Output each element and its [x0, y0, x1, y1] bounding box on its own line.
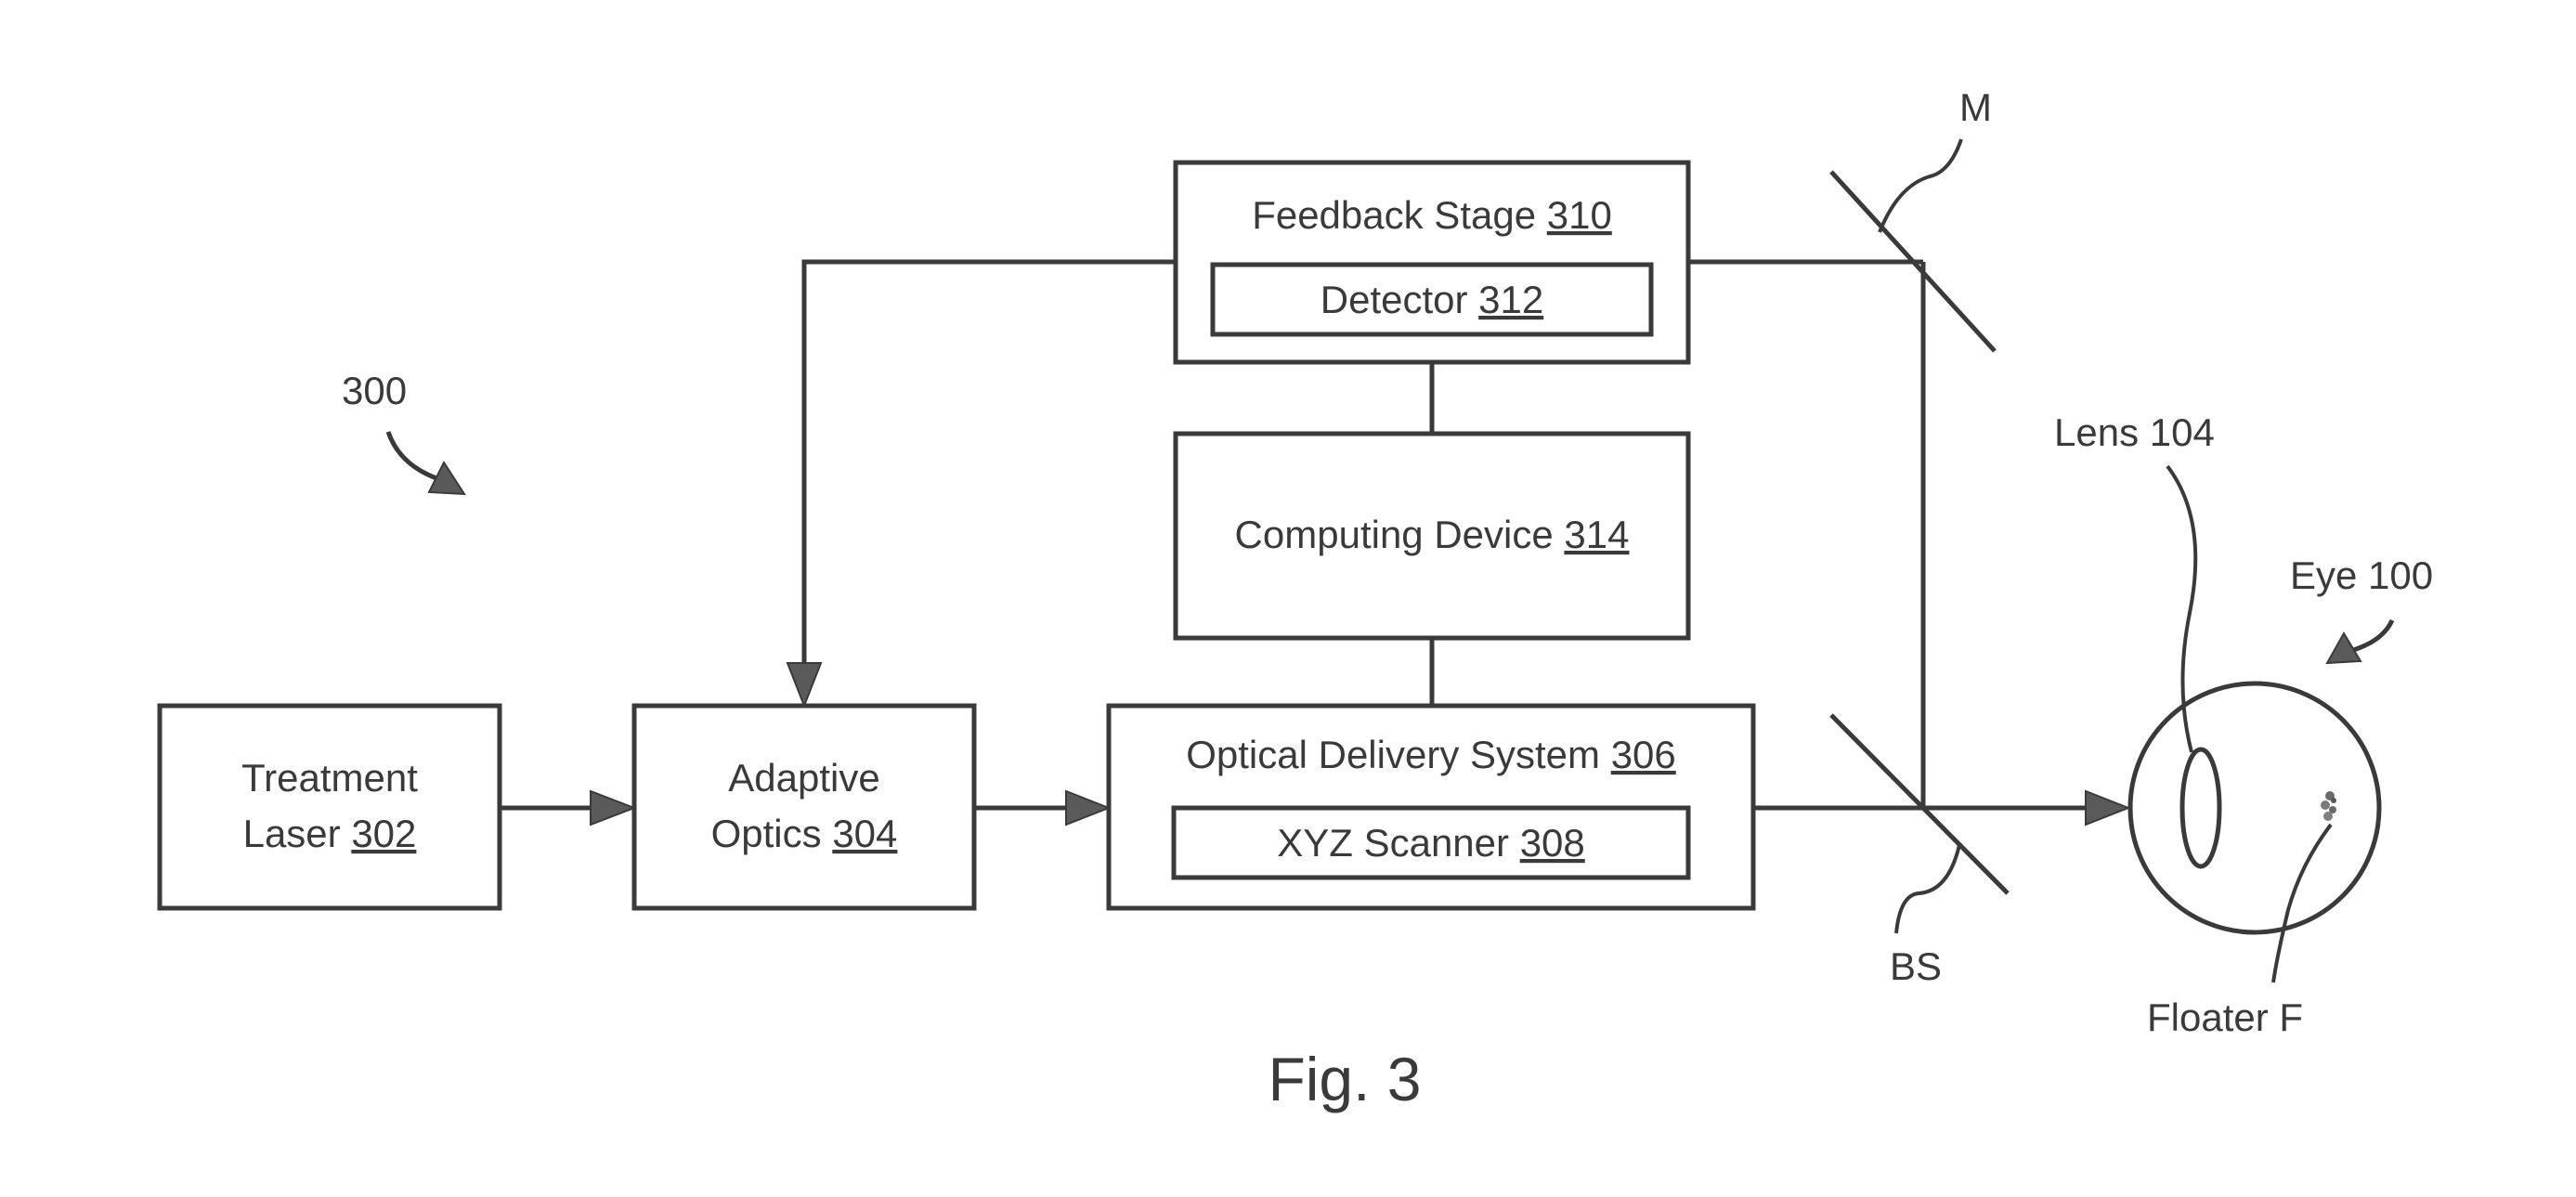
beam-splitter-leader-line [1894, 844, 1961, 934]
detector-label: Detector 312 [1321, 278, 1543, 321]
eye-ref-curve [2352, 618, 2395, 653]
floater-mark [2321, 791, 2336, 821]
beam-splitter-label: BS [1890, 944, 1942, 988]
adaptive-optics-line2: Optics 304 [711, 812, 898, 855]
beam-splitter-element [1829, 713, 2010, 895]
treatment-laser-box [157, 703, 502, 911]
mirror-leader-line [1878, 138, 1963, 233]
eye-ref-arrowhead [2325, 631, 2362, 665]
treatment-laser-line1: Treatment [241, 756, 418, 800]
feedback-to-optics-arrowhead [786, 662, 823, 709]
ref-curve-arrow-line [385, 431, 437, 481]
feedback-to-optics-path [801, 259, 1176, 667]
lens-label: Lens 104 [2054, 410, 2215, 454]
figure-ref-number: 300 [342, 369, 407, 412]
mirror-label: M [1959, 85, 1992, 129]
treatment-laser-line2: Laser 302 [243, 812, 417, 855]
detector-box [1210, 262, 1654, 337]
laser-to-optics-arrowhead [590, 789, 637, 826]
eye-lens [2179, 747, 2222, 869]
lens-leader-line [2166, 464, 2198, 753]
computing-device-box [1173, 431, 1691, 641]
feedback-stage-label: Feedback Stage 310 [1252, 193, 1612, 237]
adaptive-optics-box [631, 703, 977, 911]
adaptive-optics-line1: Adaptive [728, 756, 879, 800]
xyz-scanner-label: XYZ Scanner 308 [1277, 821, 1585, 865]
ref-curve-arrowhead [427, 460, 466, 496]
mirror-element [1829, 170, 1997, 353]
eye-label: Eye 100 [2290, 553, 2433, 597]
eye-circle [2127, 681, 2382, 935]
xyz-scanner-box [1171, 805, 1691, 880]
optics-to-delivery-arrowhead [1065, 789, 1112, 826]
optical-delivery-label: Optical Delivery System 306 [1186, 733, 1676, 776]
delivery-to-eye-arrowhead [2085, 789, 2131, 826]
computing-device-label: Computing Device 314 [1235, 513, 1630, 556]
floater-leader-line [2271, 823, 2333, 983]
floater-label: Floater F [2147, 995, 2303, 1039]
figure-caption: Fig. 3 [1268, 1045, 1421, 1113]
